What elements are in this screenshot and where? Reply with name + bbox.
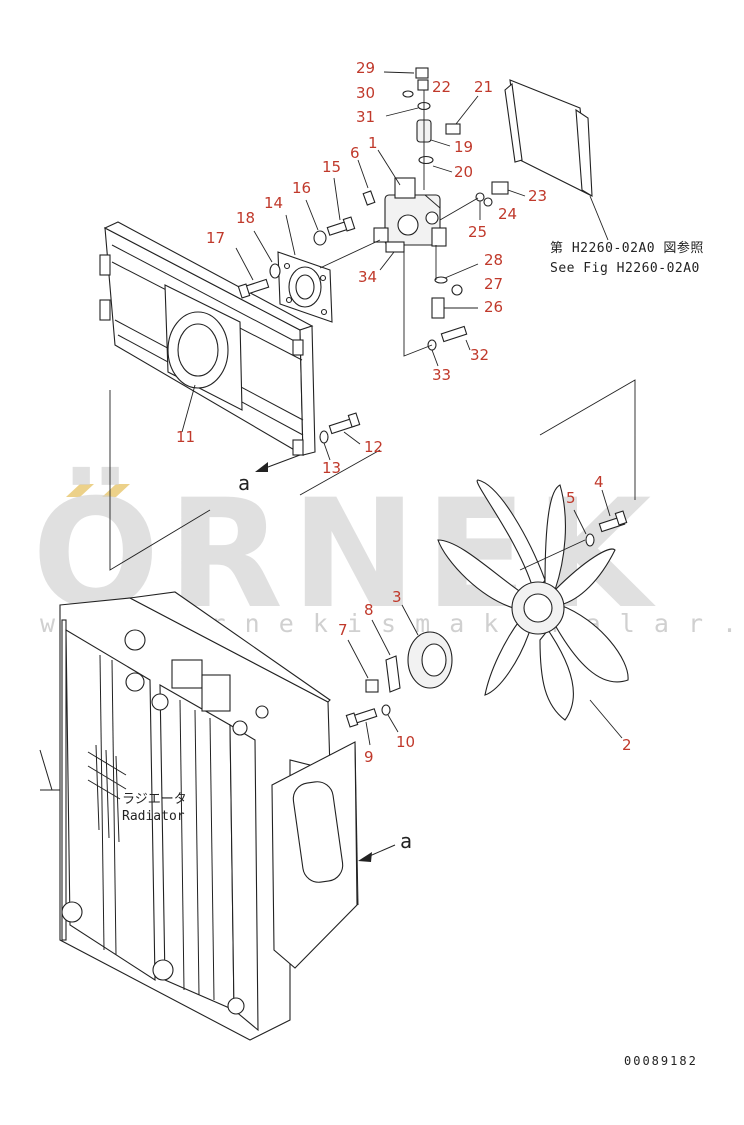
- part-number-32: 32: [470, 346, 489, 364]
- radiator-label-jp: ラジエータ: [122, 792, 187, 807]
- bolt-15: [326, 177, 356, 236]
- part-number-12: 12: [364, 438, 383, 456]
- part-number-28: 28: [484, 251, 503, 269]
- radiator-label-en: Radiator: [122, 809, 185, 824]
- bolt-9: [345, 708, 378, 746]
- part-number-27: 27: [484, 275, 503, 293]
- oring-27: [451, 284, 463, 296]
- plug-22: [417, 79, 429, 91]
- part-number-29: 29: [356, 59, 375, 77]
- part-number-4: 4: [594, 473, 604, 491]
- part-number-20: 20: [454, 163, 473, 181]
- view-arrow-a-lower: [358, 844, 396, 862]
- oring-25: [475, 192, 485, 220]
- part-number-24: 24: [498, 205, 517, 223]
- fan-guard-cover: [504, 79, 609, 241]
- part-number-30: 30: [356, 84, 375, 102]
- part-number-17: 17: [206, 229, 225, 247]
- bracket-8: [371, 619, 401, 693]
- oring-28: [434, 263, 479, 284]
- part-number-7: 7: [338, 621, 348, 639]
- flange-plate: [277, 214, 333, 323]
- part-number-23: 23: [528, 187, 547, 205]
- oring-31: [385, 101, 431, 117]
- bolt-32: [440, 325, 471, 351]
- part-number-3: 3: [392, 588, 402, 606]
- part-number-1: 1: [368, 134, 378, 152]
- washer-18: [253, 230, 281, 279]
- reference-jp: 第 H2260-02A0 図参照: [550, 240, 704, 256]
- part-number-33: 33: [432, 366, 451, 384]
- fan-motor: [373, 149, 447, 247]
- part-number-22: 22: [432, 78, 451, 96]
- oring-30: [402, 90, 414, 98]
- drawing-code: 00089182: [624, 1054, 698, 1068]
- part-number-18: 18: [236, 209, 255, 227]
- radiator-label: ラジエータ Radiator: [122, 792, 187, 824]
- part-number-8: 8: [364, 601, 374, 619]
- part-number-19: 19: [454, 138, 473, 156]
- part-number-34: 34: [358, 268, 377, 286]
- part-number-25: 25: [468, 223, 487, 241]
- valve-19: [416, 119, 451, 147]
- fitting-23: [491, 181, 526, 197]
- reference-en: See Fig H2260-02A0: [550, 261, 700, 276]
- washer-16: [305, 199, 327, 246]
- fitting-29: [383, 67, 429, 79]
- oring-20: [418, 155, 453, 173]
- part-number-5: 5: [566, 489, 576, 507]
- washer-10: [381, 704, 399, 733]
- reference-note: 第 H2260-02A0 図参照 See Fig H2260-02A0: [550, 240, 704, 276]
- part-number-26: 26: [484, 298, 503, 316]
- pin-6: [357, 159, 376, 206]
- part-number-13: 13: [322, 459, 341, 477]
- washer-13: [319, 430, 331, 461]
- part-number-14: 14: [264, 194, 283, 212]
- view-arrow-a-upper: [255, 454, 301, 472]
- radiator: [39, 591, 331, 1041]
- bolt-4: [598, 489, 628, 533]
- part-number-6: 6: [350, 144, 360, 162]
- view-label-a-upper: a: [238, 471, 250, 495]
- part-number-16: 16: [292, 179, 311, 197]
- fan-pulley: [401, 604, 453, 689]
- part-callouts: 1 2 3 4 5 6 7 8 9 10 11 12 13 14 15 16 1…: [176, 59, 632, 766]
- radiator-grid-mark: [87, 744, 127, 843]
- washer-33: [427, 339, 439, 367]
- elbow-21: [445, 95, 479, 135]
- bolt-17: [235, 247, 270, 299]
- part-number-31: 31: [356, 108, 375, 126]
- part-number-9: 9: [364, 748, 374, 766]
- part-number-2: 2: [622, 736, 632, 754]
- oring-24: [483, 197, 493, 207]
- part-number-10: 10: [396, 733, 415, 751]
- washer-5: [573, 509, 595, 547]
- fitting-26: [431, 297, 478, 319]
- fan-bracket-frame: [99, 221, 316, 571]
- view-label-a-lower: a: [400, 829, 412, 853]
- fitting-34: [379, 241, 405, 271]
- part-number-15: 15: [322, 158, 341, 176]
- bolt-12: [328, 412, 361, 445]
- part-number-11: 11: [176, 428, 195, 446]
- part-number-21: 21: [474, 78, 493, 96]
- radiator-side-panel: [271, 741, 359, 969]
- nut-7: [347, 639, 379, 693]
